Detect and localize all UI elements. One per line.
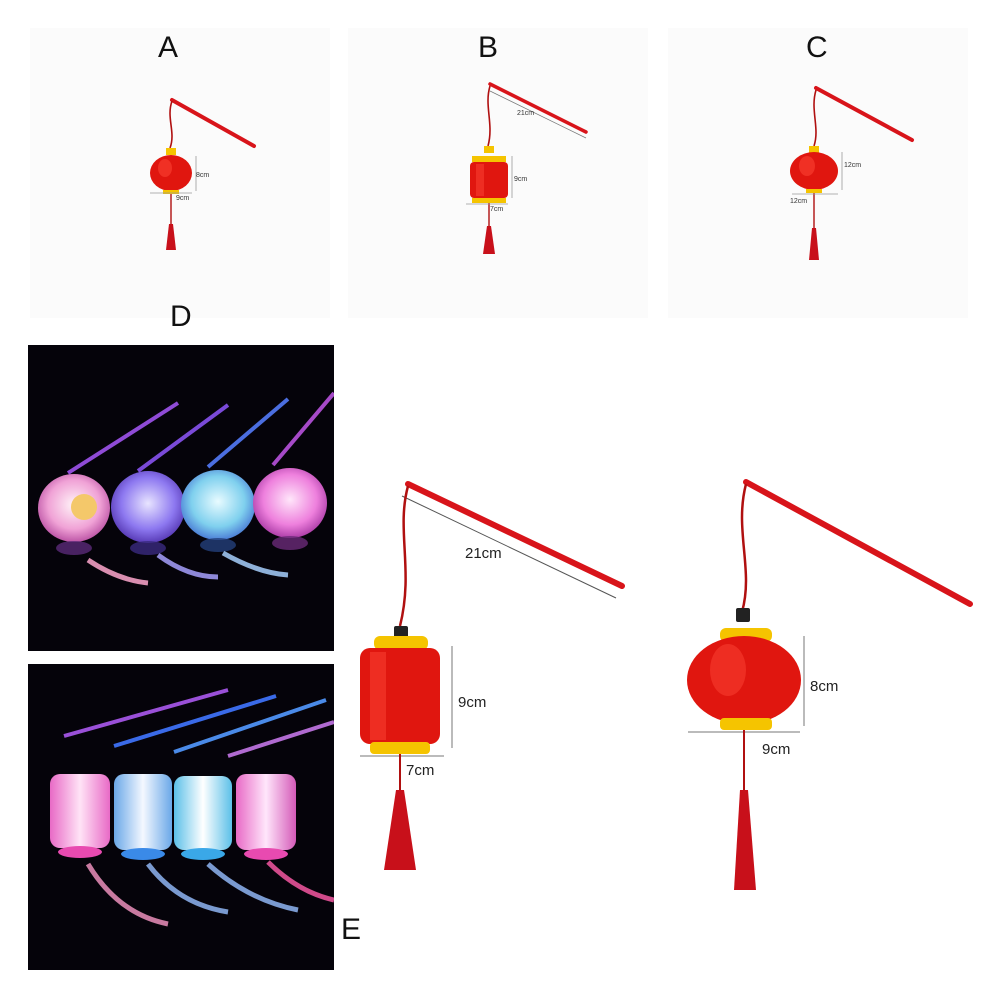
dim-large-b-height: 9cm bbox=[458, 694, 487, 711]
label-b: B bbox=[478, 31, 499, 64]
label-a: A bbox=[158, 31, 179, 64]
large-round-lantern-illustration bbox=[687, 479, 973, 890]
dim-b-width: 7cm bbox=[490, 206, 504, 213]
photo-e-cylinder-lanterns bbox=[28, 664, 334, 970]
lantern-a-illustration bbox=[150, 98, 256, 250]
lantern-b-illustration bbox=[466, 82, 588, 254]
label-d: D bbox=[170, 300, 192, 333]
dim-large-b-width: 7cm bbox=[406, 762, 435, 779]
dim-a-width: 9cm bbox=[176, 195, 190, 202]
label-e: E bbox=[341, 913, 362, 946]
photo-d-round-lanterns bbox=[28, 345, 334, 651]
dim-c-height: 12cm bbox=[844, 162, 862, 169]
dim-b-stick: 21cm bbox=[517, 110, 535, 117]
lantern-c-illustration bbox=[790, 86, 914, 260]
dim-large-a-height: 8cm bbox=[810, 678, 839, 695]
dim-a-height: 8cm bbox=[196, 172, 210, 179]
dim-c-width: 12cm bbox=[790, 198, 808, 205]
dim-large-b-stick: 21cm bbox=[465, 545, 502, 562]
label-c: C bbox=[806, 31, 828, 64]
dim-large-a-width: 9cm bbox=[762, 741, 791, 758]
large-cylinder-lantern-illustration bbox=[360, 481, 625, 870]
dim-b-height: 9cm bbox=[514, 176, 528, 183]
